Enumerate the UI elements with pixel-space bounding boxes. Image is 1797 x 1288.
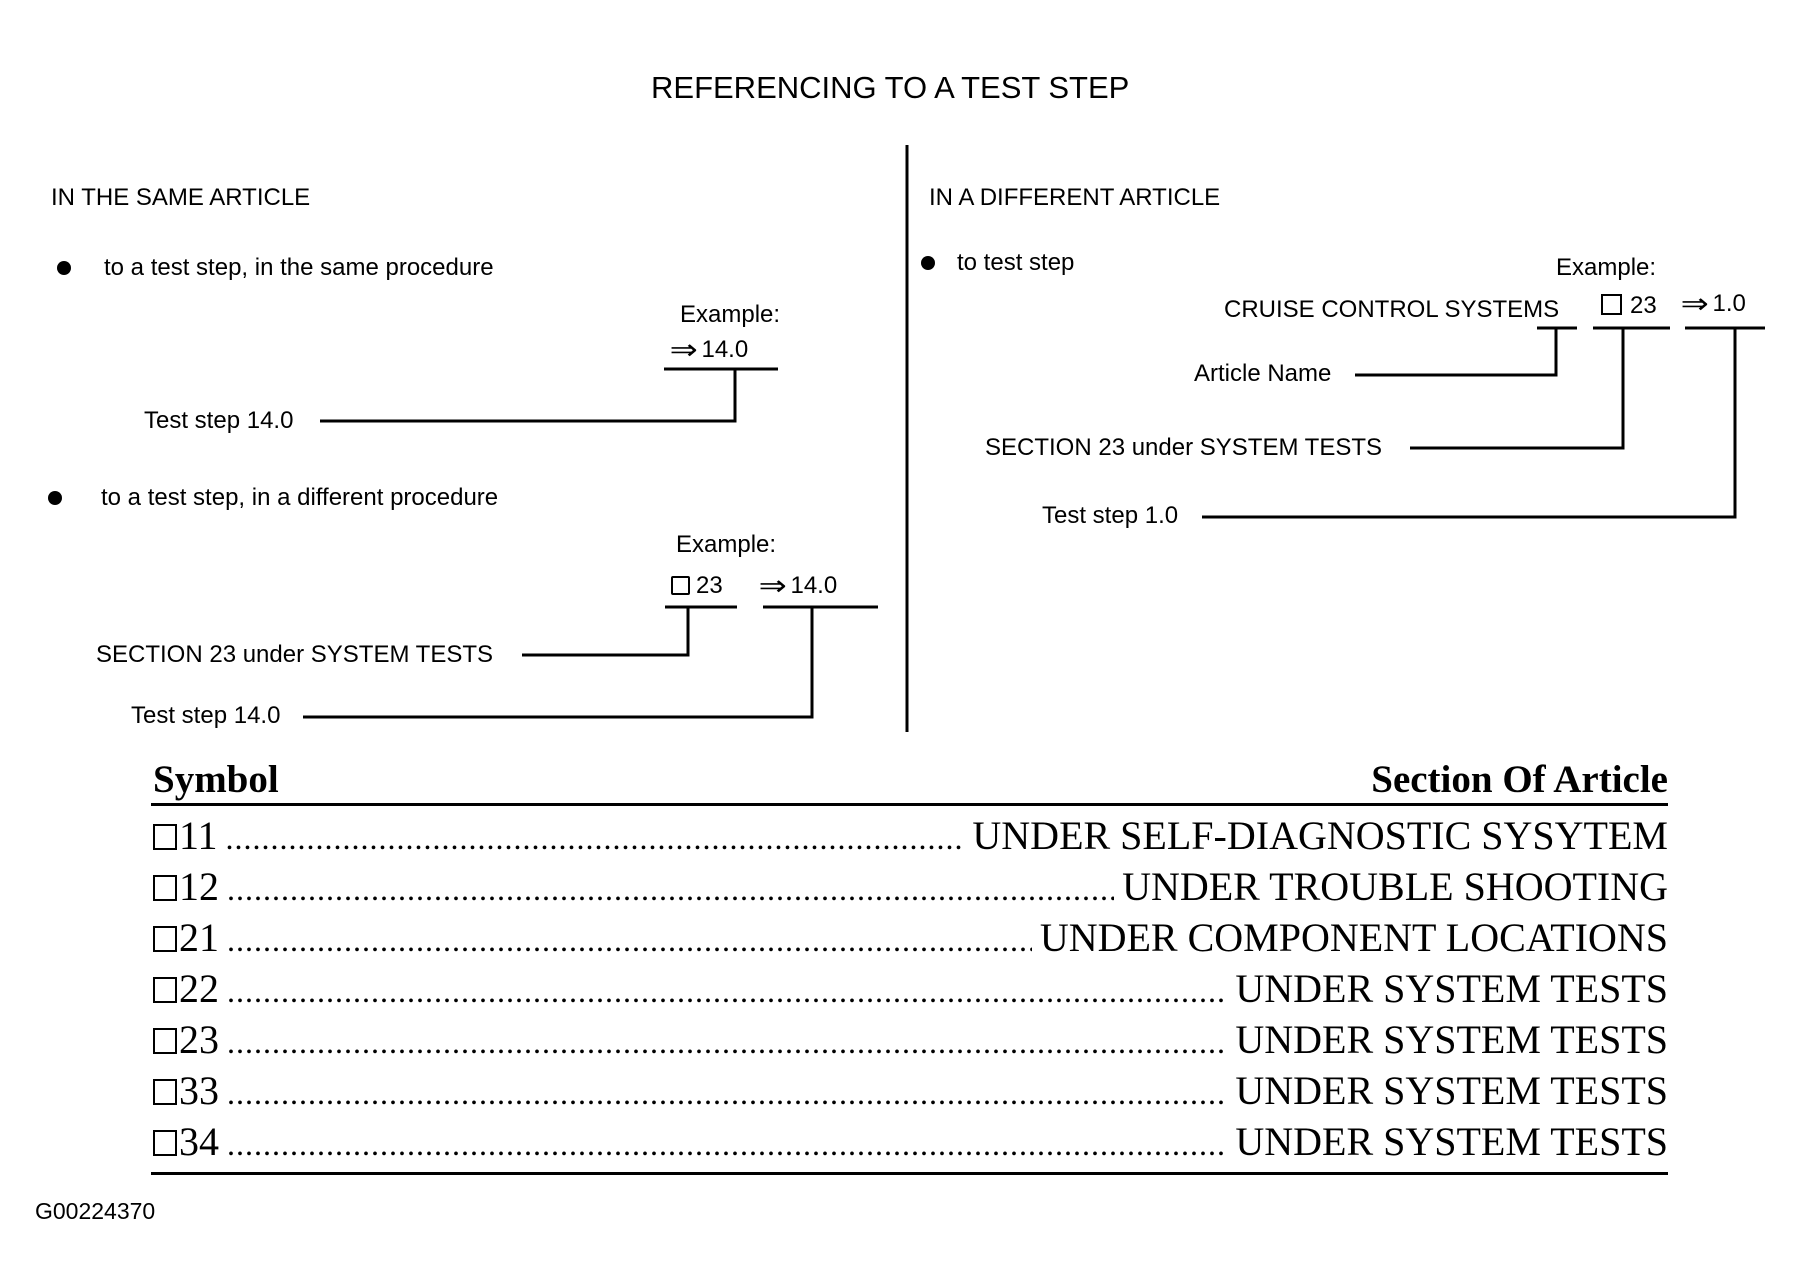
row-section: UNDER COMPONENT LOCATIONS [1039, 915, 1668, 960]
example1-value: 14.0 [701, 336, 749, 363]
row-section: UNDER SELF-DIAGNOSTIC SYSYTEM [972, 813, 1668, 858]
right-article-name: CRUISE CONTROL SYSTEMS [1224, 296, 1560, 323]
row-symbol: 23 [179, 1017, 219, 1062]
table-row: 21 UNDER COMPONENT LOCATIONS [153, 914, 1668, 960]
table-row: 23 UNDER SYSTEM TESTS [153, 1016, 1668, 1062]
row-section: UNDER TROUBLE SHOOTING [1122, 864, 1668, 909]
example2-step-ref: ⇒14.0 [758, 570, 838, 601]
table-row: 11 UNDER SELF-DIAGNOSTIC SYSYTEM [153, 812, 1668, 858]
row-symbol: 12 [179, 864, 219, 909]
right-heading: IN A DIFFERENT ARTICLE [929, 184, 1221, 211]
right-bullet-1: to test step [957, 249, 1075, 276]
row-section: UNDER SYSTEM TESTS [1235, 1119, 1668, 1164]
section-box-icon [153, 1028, 177, 1054]
table-header: Symbol Section Of Article [153, 758, 1668, 802]
right-section-leader [1410, 328, 1625, 450]
table-bottom-rule [151, 1172, 1668, 1175]
row-symbol: 34 [179, 1119, 219, 1164]
right-section-ref: 23 [1601, 294, 1657, 318]
left-heading: IN THE SAME ARTICLE [51, 184, 311, 211]
figure-id: G00224370 [35, 1198, 156, 1224]
header-section: Section Of Article [1371, 758, 1668, 801]
table-row: 34 UNDER SYSTEM TESTS [153, 1118, 1668, 1164]
double-arrow-icon: ⇒ [758, 570, 787, 601]
dot-leader [227, 871, 1114, 908]
section-box-icon [1601, 294, 1622, 315]
example2-callout-step: Test step 14.0 [131, 702, 281, 729]
right-callout-section: SECTION 23 under SYSTEM TESTS [985, 434, 1383, 461]
row-section: UNDER SYSTEM TESTS [1235, 1068, 1668, 1113]
right-callout-article: Article Name [1194, 360, 1332, 387]
example2-section-leader [522, 607, 690, 657]
example1-callout: Test step 14.0 [144, 407, 294, 434]
dot-leader [226, 820, 965, 857]
section-box-icon [153, 824, 177, 850]
table-row: 22 UNDER SYSTEM TESTS [153, 965, 1668, 1011]
example2-label: Example: [676, 531, 777, 558]
section-box-icon [153, 1079, 177, 1105]
left-bullet-2: to a test step, in a different procedure [101, 484, 499, 511]
right-example-label: Example: [1556, 254, 1657, 281]
row-symbol: 22 [179, 966, 219, 1011]
example2-section: 23 [696, 572, 723, 599]
table-row: 33 UNDER SYSTEM TESTS [153, 1067, 1668, 1113]
example2-step: 14.0 [790, 572, 838, 599]
header-symbol: Symbol [153, 758, 279, 801]
right-step-leader [1202, 328, 1737, 519]
example2-callout-section: SECTION 23 under SYSTEM TESTS [96, 641, 494, 668]
row-section: UNDER SYSTEM TESTS [1235, 1017, 1668, 1062]
dot-leader [227, 973, 1227, 1010]
section-box-icon [153, 977, 177, 1003]
double-arrow-icon: ⇒ [669, 334, 698, 365]
row-section: UNDER SYSTEM TESTS [1235, 966, 1668, 1011]
dot-leader [227, 1024, 1227, 1061]
table-top-rule [151, 803, 1668, 806]
bullet-dot [48, 491, 62, 505]
left-bullet-1: to a test step, in the same procedure [104, 254, 494, 281]
page-title: REFERENCING TO A TEST STEP [651, 70, 1130, 105]
dot-leader [227, 1126, 1227, 1163]
section-box-icon [153, 926, 177, 952]
section-box-icon [153, 875, 177, 901]
row-symbol: 33 [179, 1068, 219, 1113]
section-box-icon [671, 576, 690, 595]
example1-label: Example: [680, 301, 781, 328]
section-box-icon [153, 1130, 177, 1156]
bullet-dot [921, 256, 935, 270]
right-step: 1.0 [1712, 290, 1746, 317]
example1-reference: ⇒14.0 [669, 334, 749, 365]
row-symbol: 21 [179, 915, 219, 960]
example2-section-ref: 23 [671, 574, 723, 598]
example1-leader [320, 369, 737, 423]
double-arrow-icon: ⇒ [1680, 288, 1709, 319]
right-section: 23 [1630, 292, 1657, 319]
bullet-dot [57, 261, 71, 275]
right-article-leader [1355, 328, 1558, 377]
row-symbol: 11 [179, 813, 218, 858]
dot-leader [227, 1075, 1227, 1112]
dot-leader [227, 922, 1032, 959]
right-callout-step: Test step 1.0 [1042, 502, 1179, 529]
example2-step-leader [303, 607, 814, 719]
table-row: 12 UNDER TROUBLE SHOOTING [153, 863, 1668, 909]
right-step-ref: ⇒1.0 [1680, 288, 1746, 319]
